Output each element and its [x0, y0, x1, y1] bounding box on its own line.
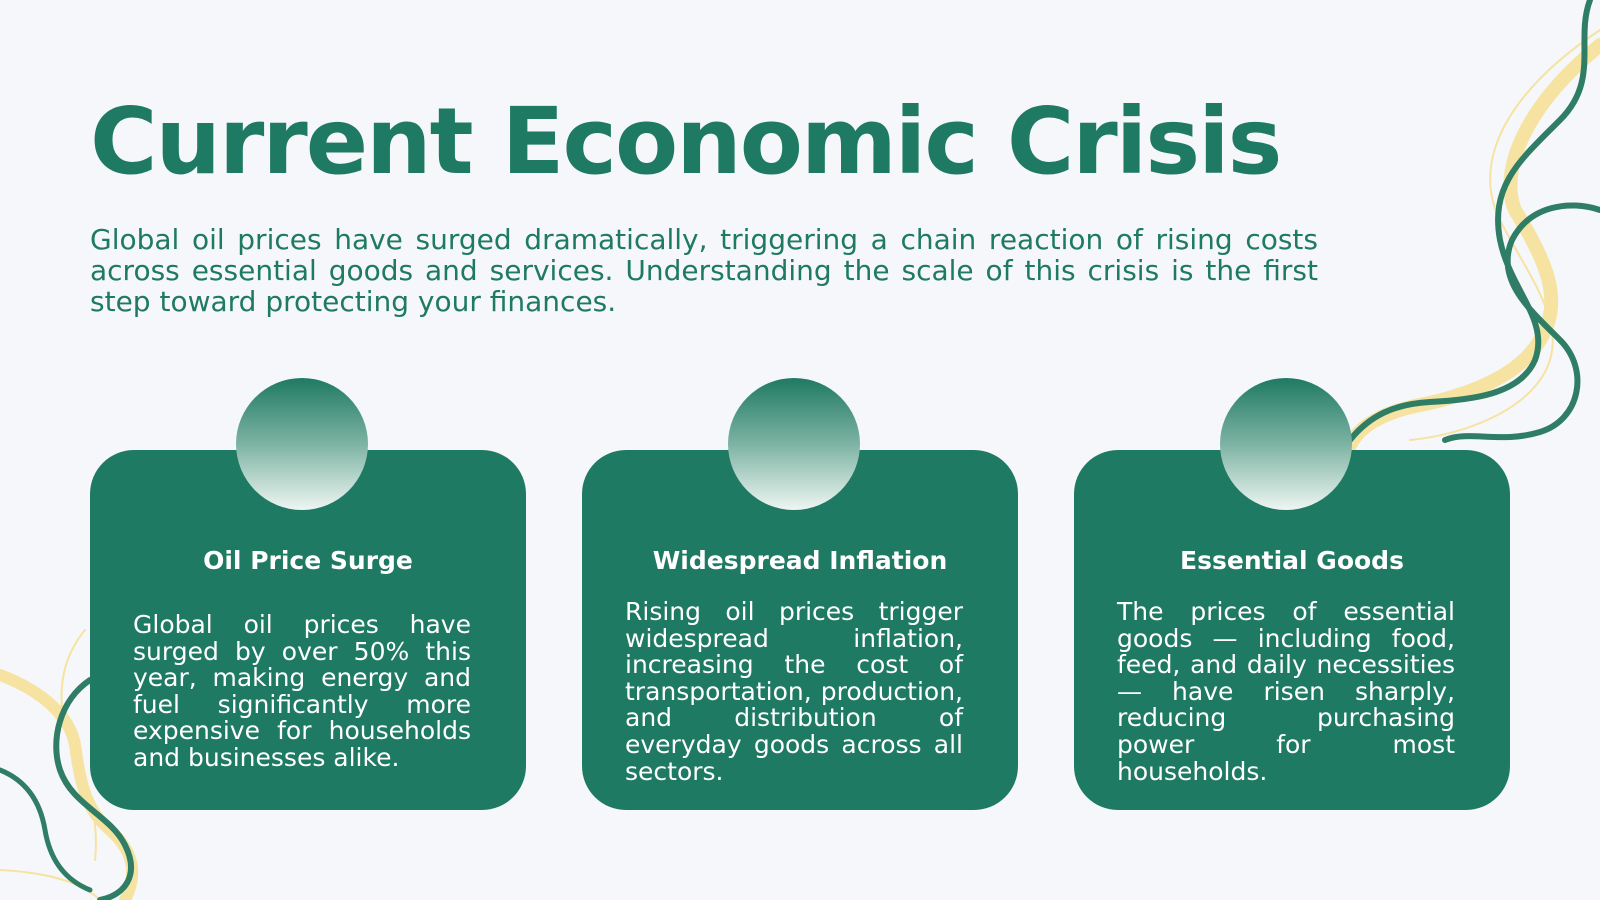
card-icon-circle	[1220, 378, 1352, 510]
card-body: The prices of essential goods — includin…	[1117, 597, 1455, 786]
card-title: Widespread Inflation	[652, 546, 948, 575]
deco-wave-yellow-left-thin	[0, 629, 101, 900]
deco-wave-yellow-right-thin	[1409, 29, 1600, 441]
deco-wave-green-right	[1347, 0, 1593, 443]
card-body: Global oil prices have surged by over 50…	[133, 610, 471, 772]
card-title: Oil Price Surge	[203, 546, 413, 575]
intro-paragraph: Global oil prices have surged dramatical…	[90, 223, 1318, 318]
deco-wave-green-right-2	[1442, 202, 1600, 443]
card-body: Rising oil prices trigger widespread inf…	[625, 597, 963, 786]
page-title: Current Economic Crisis	[90, 88, 1282, 195]
card-icon-circle	[728, 378, 860, 510]
card-title: Essential Goods	[1180, 546, 1404, 575]
deco-wave-green-left-2	[0, 767, 93, 893]
card-oil-price-surge: Oil Price Surge Global oil prices have s…	[90, 450, 526, 810]
card-icon-circle	[236, 378, 368, 510]
deco-wave-yellow-right	[1343, 38, 1600, 452]
card-widespread-inflation: Widespread Inflation Rising oil prices t…	[582, 450, 1018, 810]
card-essential-goods: Essential Goods The prices of essential …	[1074, 450, 1510, 810]
